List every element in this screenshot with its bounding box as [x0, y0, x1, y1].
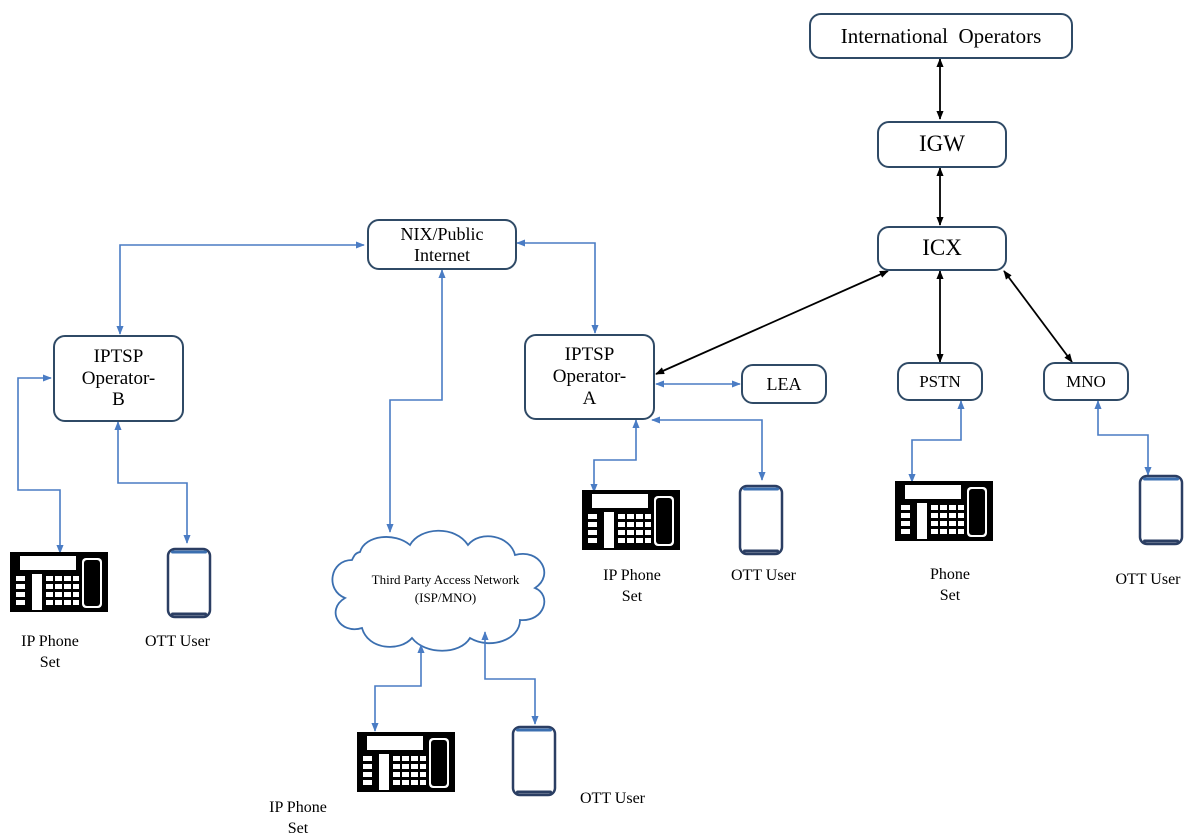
link-icx-iptsp-a: [655, 270, 889, 375]
ott-user-label-b: OTT User: [144, 633, 211, 650]
nix-public-internet-node: NIX/Public Internet: [367, 219, 517, 270]
link-pstn-phone: [908, 400, 965, 483]
link-nix-cloud: [386, 269, 446, 533]
cloud-label-line2: (ISP/MNO): [414, 589, 477, 605]
iptsp-operator-a-node: IPTSP Operator- A: [524, 334, 655, 420]
link-nix-iptsp-a: [516, 239, 599, 334]
lea-node: LEA: [741, 364, 827, 404]
phone-set-label-pstn: Phone Set: [930, 566, 970, 604]
link-iptsp-b-ott: [114, 421, 191, 544]
pstn-node: PSTN: [897, 362, 983, 401]
igw-node: IGW: [877, 121, 1007, 168]
iptsp-operator-b-node: IPTSP Operator- B: [53, 335, 184, 422]
ott-user-label-a: OTT User: [730, 567, 797, 584]
link-iptsp-a-ott: [651, 416, 766, 481]
smartphone-icon: [511, 725, 557, 797]
link-icx-mno: [1003, 270, 1073, 363]
smartphone-icon: [166, 547, 212, 619]
cloud-label-line1: Third Party Access Network: [371, 572, 520, 587]
icx-node: ICX: [877, 226, 1007, 271]
desk-phone-icon: [895, 481, 993, 541]
link-cloud-phone: [371, 644, 425, 732]
smartphone-icon: [1138, 474, 1184, 546]
link-iptsp-a-phone: [590, 419, 640, 493]
link-iptsp-b-phone: [17, 374, 64, 554]
link-nix-iptsp-b: [116, 241, 365, 335]
ip-phone-set-label-b: IP Phone Set: [21, 633, 79, 671]
desk-phone-icon: [10, 552, 108, 612]
ip-phone-set-label-cloud: IP Phone Set: [269, 799, 327, 837]
ott-user-label-cloud: OTT User: [579, 790, 646, 807]
desk-phone-icon: [357, 732, 455, 792]
ott-user-label-mno: OTT User: [1115, 571, 1181, 588]
mno-node: MNO: [1043, 362, 1129, 401]
link-cloud-ott: [481, 631, 539, 725]
link-mno-ott: [1094, 400, 1152, 476]
international-operators-node: International Operators: [809, 13, 1073, 59]
desk-phone-icon: [582, 490, 680, 550]
ip-phone-set-label-a: IP Phone Set: [603, 567, 661, 605]
cloud-icon: [331, 529, 546, 652]
cloud-label: Third Party Access Network (ISP/MNO): [333, 571, 558, 606]
smartphone-icon: [738, 484, 784, 556]
